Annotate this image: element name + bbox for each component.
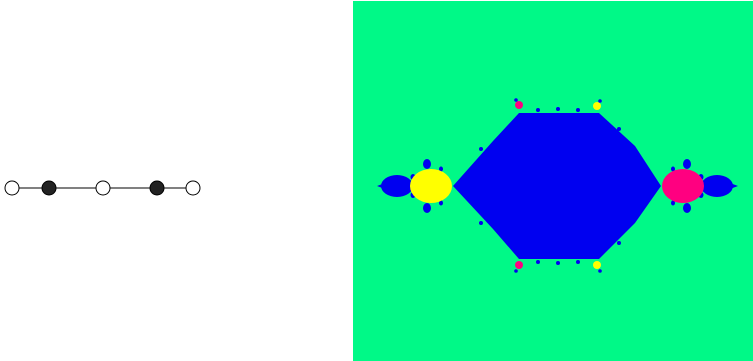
graph-node-filled-4: [150, 181, 164, 195]
graph-diagram: [0, 0, 353, 361]
graph-node-empty-5: [186, 181, 200, 195]
fractal-bottom-right-dot: [598, 269, 602, 273]
fractal-right-tail-bulb: [701, 175, 733, 197]
graph-panel: [0, 0, 353, 361]
fractal-bottom-edge-bud-b: [556, 261, 560, 265]
fractal-lower-right-edge-bud: [617, 241, 621, 245]
fractal-bottom-left-magenta-spot: [515, 261, 523, 269]
fractal-upper-left-edge-bud: [479, 147, 483, 151]
fractal-top-right-yellow-spot: [593, 102, 601, 110]
fractal-bottom-edge-bud-c: [576, 260, 580, 264]
fractal-top-edge-bud-a: [536, 108, 540, 112]
fractal-top-right-dot: [598, 99, 602, 103]
fractal-left-lower-bud: [423, 203, 431, 213]
fractal-image: [353, 1, 753, 361]
fractal-panel: [353, 1, 753, 361]
fractal-top-left-magenta-spot: [515, 101, 523, 109]
fractal-left-upper-bud: [423, 159, 431, 169]
graph-node-filled-2: [42, 181, 56, 195]
graph-node-empty-3: [96, 181, 110, 195]
fractal-left-bulb-yellow: [410, 169, 452, 203]
fractal-bottom-left-dot: [514, 269, 518, 273]
fractal-top-left-dot: [514, 98, 518, 102]
fractal-top-edge-bud-b: [556, 107, 560, 111]
fractal-right-lower-bud: [683, 203, 691, 213]
fractal-bottom-edge-bud-a: [536, 260, 540, 264]
fractal-top-edge-bud-c: [576, 108, 580, 112]
fractal-right-upper-bud: [683, 159, 691, 169]
fractal-lower-left-edge-bud: [479, 221, 483, 225]
fractal-upper-right-edge-bud: [617, 127, 621, 131]
fractal-left-tail-bulb: [381, 175, 413, 197]
graph-node-empty-1: [5, 181, 19, 195]
fractal-bottom-right-yellow-spot: [593, 261, 601, 269]
fractal-right-bulb-magenta: [662, 169, 704, 203]
